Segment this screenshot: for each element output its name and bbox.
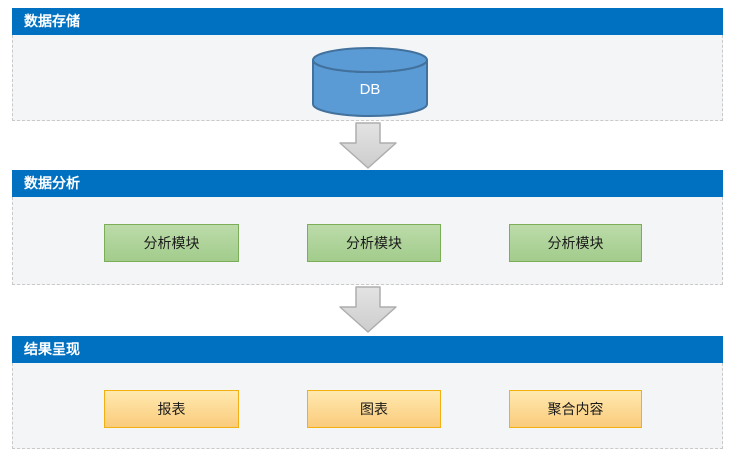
section-title-results: 结果呈现 [24,341,80,357]
section-header-analysis: 数据分析 [12,170,723,197]
down-arrow-icon [339,122,397,169]
aggregate-content-box: 聚合内容 [509,390,642,428]
section-header-results: 结果呈现 [12,336,723,363]
section-data-analysis: 数据分析 分析模块 分析模块 分析模块 [12,170,723,285]
section-body-analysis: 分析模块 分析模块 分析模块 [12,197,723,285]
section-body-storage: DB [12,35,723,121]
analysis-module-box-2: 分析模块 [307,224,441,262]
section-results: 结果呈现 报表 图表 聚合内容 [12,336,723,449]
db-cylinder-top [312,47,428,73]
analysis-module-box-1: 分析模块 [104,224,239,262]
chart-box: 图表 [307,390,441,428]
section-header-storage: 数据存储 [12,8,723,35]
report-box: 报表 [104,390,239,428]
db-cylinder-icon: DB [311,46,429,118]
section-title-analysis: 数据分析 [24,175,80,191]
db-label: DB [360,81,381,98]
analysis-module-box-3: 分析模块 [509,224,642,262]
section-data-storage: 数据存储 DB [12,8,723,121]
down-arrow-icon [339,286,397,333]
section-title-storage: 数据存储 [24,13,80,29]
section-body-results: 报表 图表 聚合内容 [12,363,723,449]
db-cylinder-svg: DB [312,47,428,117]
